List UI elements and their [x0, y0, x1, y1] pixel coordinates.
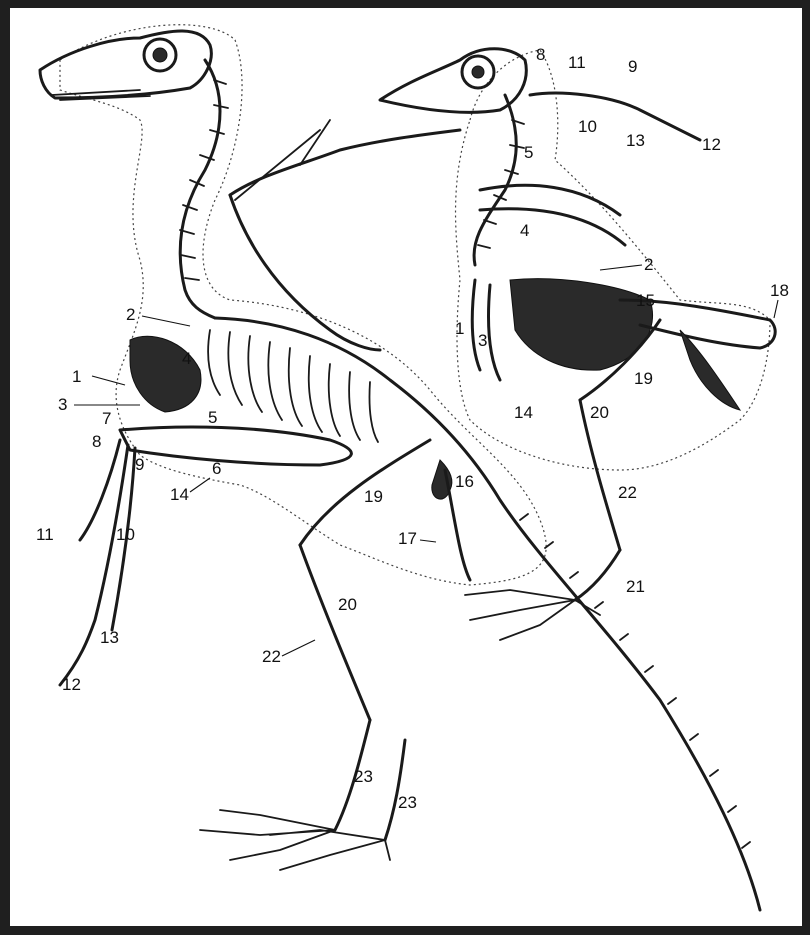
left-ribs	[208, 330, 378, 442]
left-labels: 1 2 3 4 5 6 7 8 9 10 11 12 13 14 16 17 1…	[36, 305, 474, 812]
right-tarsus	[575, 550, 620, 600]
right-label-8: 8	[536, 45, 545, 64]
left-label-22: 22	[262, 647, 281, 666]
right-eye	[472, 66, 484, 78]
left-eye	[153, 48, 167, 62]
right-label-14: 14	[514, 403, 533, 422]
right-label-21: 21	[626, 577, 645, 596]
left-label-8: 8	[92, 432, 101, 451]
left-skull	[40, 31, 211, 98]
left-hand	[60, 440, 135, 685]
left-label-12: 12	[62, 675, 81, 694]
left-label-23a: 23	[354, 767, 373, 786]
right-label-4: 4	[520, 221, 529, 240]
left-spine	[215, 318, 760, 910]
left-tibia	[300, 545, 370, 720]
left-humerus	[230, 195, 380, 350]
left-label-16: 16	[455, 472, 474, 491]
left-label-11: 11	[36, 525, 54, 544]
right-body-outline	[456, 50, 770, 470]
left-label-4: 4	[182, 349, 191, 368]
left-neck	[180, 60, 220, 318]
left-skeleton	[40, 25, 760, 910]
left-label-20: 20	[338, 595, 357, 614]
right-label-1: 1	[455, 319, 464, 338]
right-skull	[380, 49, 526, 113]
right-label-2: 2	[644, 255, 653, 274]
right-label-22: 22	[618, 483, 637, 502]
right-label-5: 5	[524, 143, 533, 162]
left-label-3: 3	[58, 395, 67, 414]
left-toes	[200, 810, 390, 870]
right-label-20: 20	[590, 403, 609, 422]
left-label-19: 19	[364, 487, 383, 506]
right-label-11: 11	[568, 53, 586, 72]
left-label-23b: 23	[398, 793, 417, 812]
right-label-15: 15	[636, 291, 655, 310]
right-neck	[474, 95, 516, 265]
left-label-6: 6	[212, 459, 221, 478]
left-forearm	[230, 130, 460, 195]
right-label-18: 18	[770, 281, 789, 300]
right-tibia	[580, 400, 620, 550]
left-label-9: 9	[135, 455, 144, 474]
right-label-9: 9	[628, 57, 637, 76]
right-humerus	[530, 93, 700, 140]
right-keel	[472, 280, 500, 380]
left-label-2: 2	[126, 305, 135, 324]
left-label-10: 10	[116, 525, 135, 544]
left-label-14: 14	[170, 485, 189, 504]
right-label-19: 19	[634, 369, 653, 388]
left-label-13: 13	[100, 628, 119, 647]
left-label-1: 1	[72, 367, 81, 386]
right-label-13: 13	[626, 131, 645, 150]
left-coracoid	[130, 336, 201, 412]
right-label-3: 3	[478, 331, 487, 350]
right-label-12: 12	[702, 135, 721, 154]
left-label-5: 5	[208, 408, 217, 427]
left-label-7: 7	[102, 409, 111, 428]
right-label-10: 10	[578, 117, 597, 136]
left-pubis	[120, 427, 351, 465]
left-label-17: 17	[398, 529, 417, 548]
